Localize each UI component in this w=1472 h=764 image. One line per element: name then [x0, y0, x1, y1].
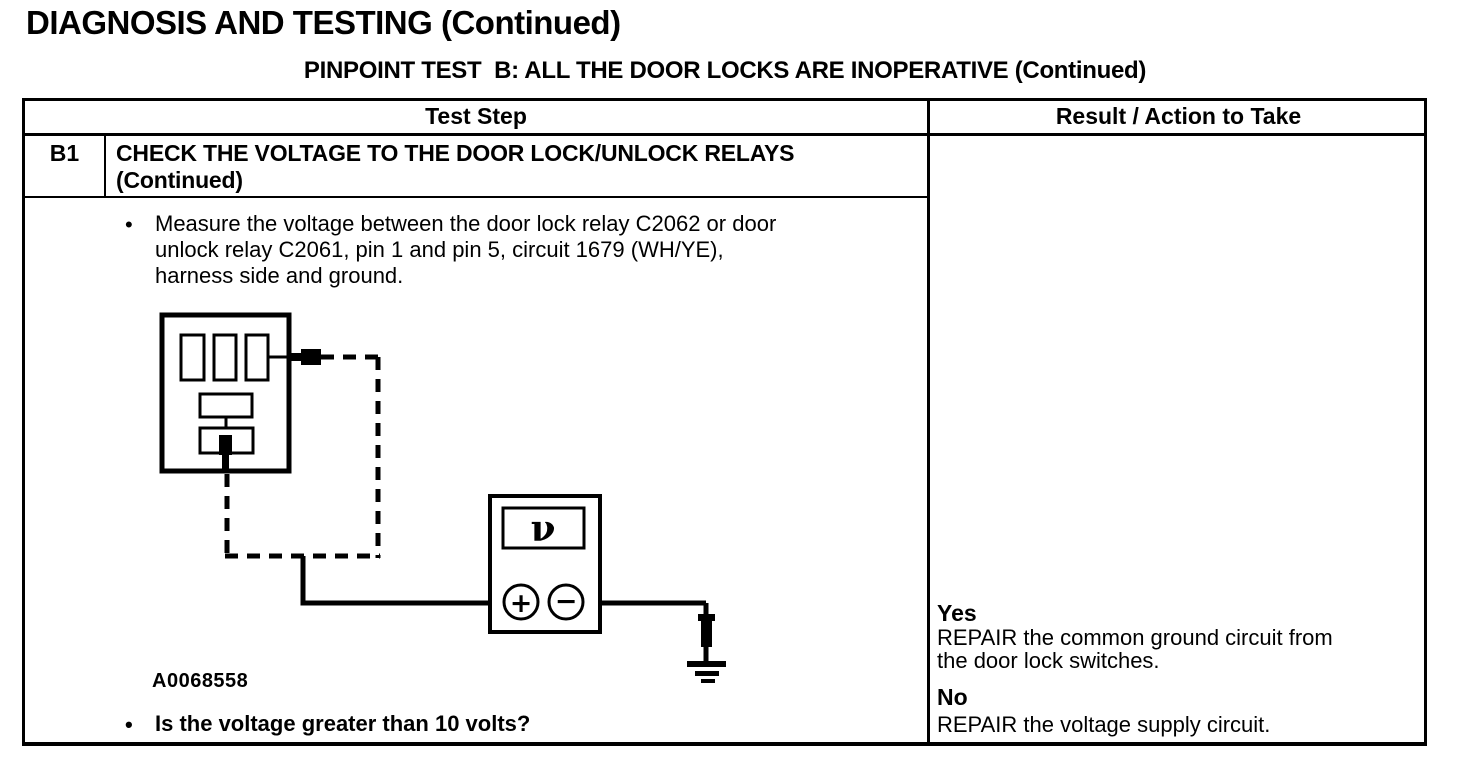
connector-pin-cavity-3	[244, 333, 270, 382]
step-id-cell-divider	[104, 136, 106, 196]
page-title: DIAGNOSIS AND TESTING (Continued)	[26, 4, 621, 41]
voltmeter-negative-terminal	[547, 583, 585, 621]
yes-result-label: Yes	[937, 600, 977, 626]
connector-pin-cavity-2	[212, 333, 238, 382]
step-title-line-1: CHECK THE VOLTAGE TO THE DOOR LOCK/UNLOC…	[116, 140, 795, 166]
yes-action-line-1: REPAIR the common ground circuit from	[937, 625, 1333, 650]
test-step-column-header: Test Step	[425, 103, 527, 129]
table-column-divider	[927, 98, 930, 746]
yes-action: REPAIR the common ground circuit from th…	[937, 626, 1432, 672]
question-bullet-marker: •	[125, 712, 133, 737]
measure-instruction-line-2: unlock relay C2061, pin 1 and pin 5, cir…	[155, 237, 724, 262]
pinpoint-test-title: PINPOINT TEST B: ALL THE DOOR LOCKS ARE …	[303, 57, 1147, 84]
measure-instruction: Measure the voltage between the door loc…	[155, 211, 925, 289]
step-question: Is the voltage greater than 10 volts?	[155, 711, 531, 736]
measure-bullet-marker: •	[125, 212, 133, 237]
plus-icon: +	[510, 588, 533, 619]
step-id: B1	[49, 140, 80, 166]
step-title-row-underline	[25, 196, 927, 198]
result-action-column-header: Result / Action to Take	[1055, 103, 1302, 129]
relay-connector-icon	[159, 312, 294, 474]
ground-probe-tip-icon	[698, 614, 715, 647]
measure-instruction-line-1: Measure the voltage between the door loc…	[155, 211, 777, 236]
step-title-line-2: (Continued)	[116, 167, 243, 193]
voltage-test-diagram: ν + −	[159, 312, 726, 683]
pinpoint-test-table-border	[22, 98, 1427, 746]
measure-instruction-line-3: harness side and ground.	[155, 263, 404, 288]
voltmeter-display	[501, 506, 586, 550]
connector-pin-cavity-1	[179, 333, 206, 382]
no-result-label: No	[937, 684, 968, 710]
yes-action-line-2: the door lock switches.	[937, 648, 1160, 673]
probe-tip-pin5-icon	[219, 435, 232, 469]
voltmeter-icon: ν	[488, 494, 602, 634]
minus-icon: −	[555, 586, 578, 617]
no-action: REPAIR the voltage supply circuit.	[937, 712, 1271, 737]
connector-pin-cavity-4	[198, 392, 254, 419]
voltmeter-volts-symbol: ν	[531, 508, 556, 550]
figure-id: A0068558	[152, 670, 249, 692]
header-row-underline	[22, 133, 1427, 136]
ground-symbol-icon	[687, 661, 726, 683]
probe-tip-pin1-icon	[291, 349, 321, 365]
step-title: CHECK THE VOLTAGE TO THE DOOR LOCK/UNLOC…	[116, 140, 916, 194]
voltmeter-positive-terminal	[502, 583, 540, 621]
